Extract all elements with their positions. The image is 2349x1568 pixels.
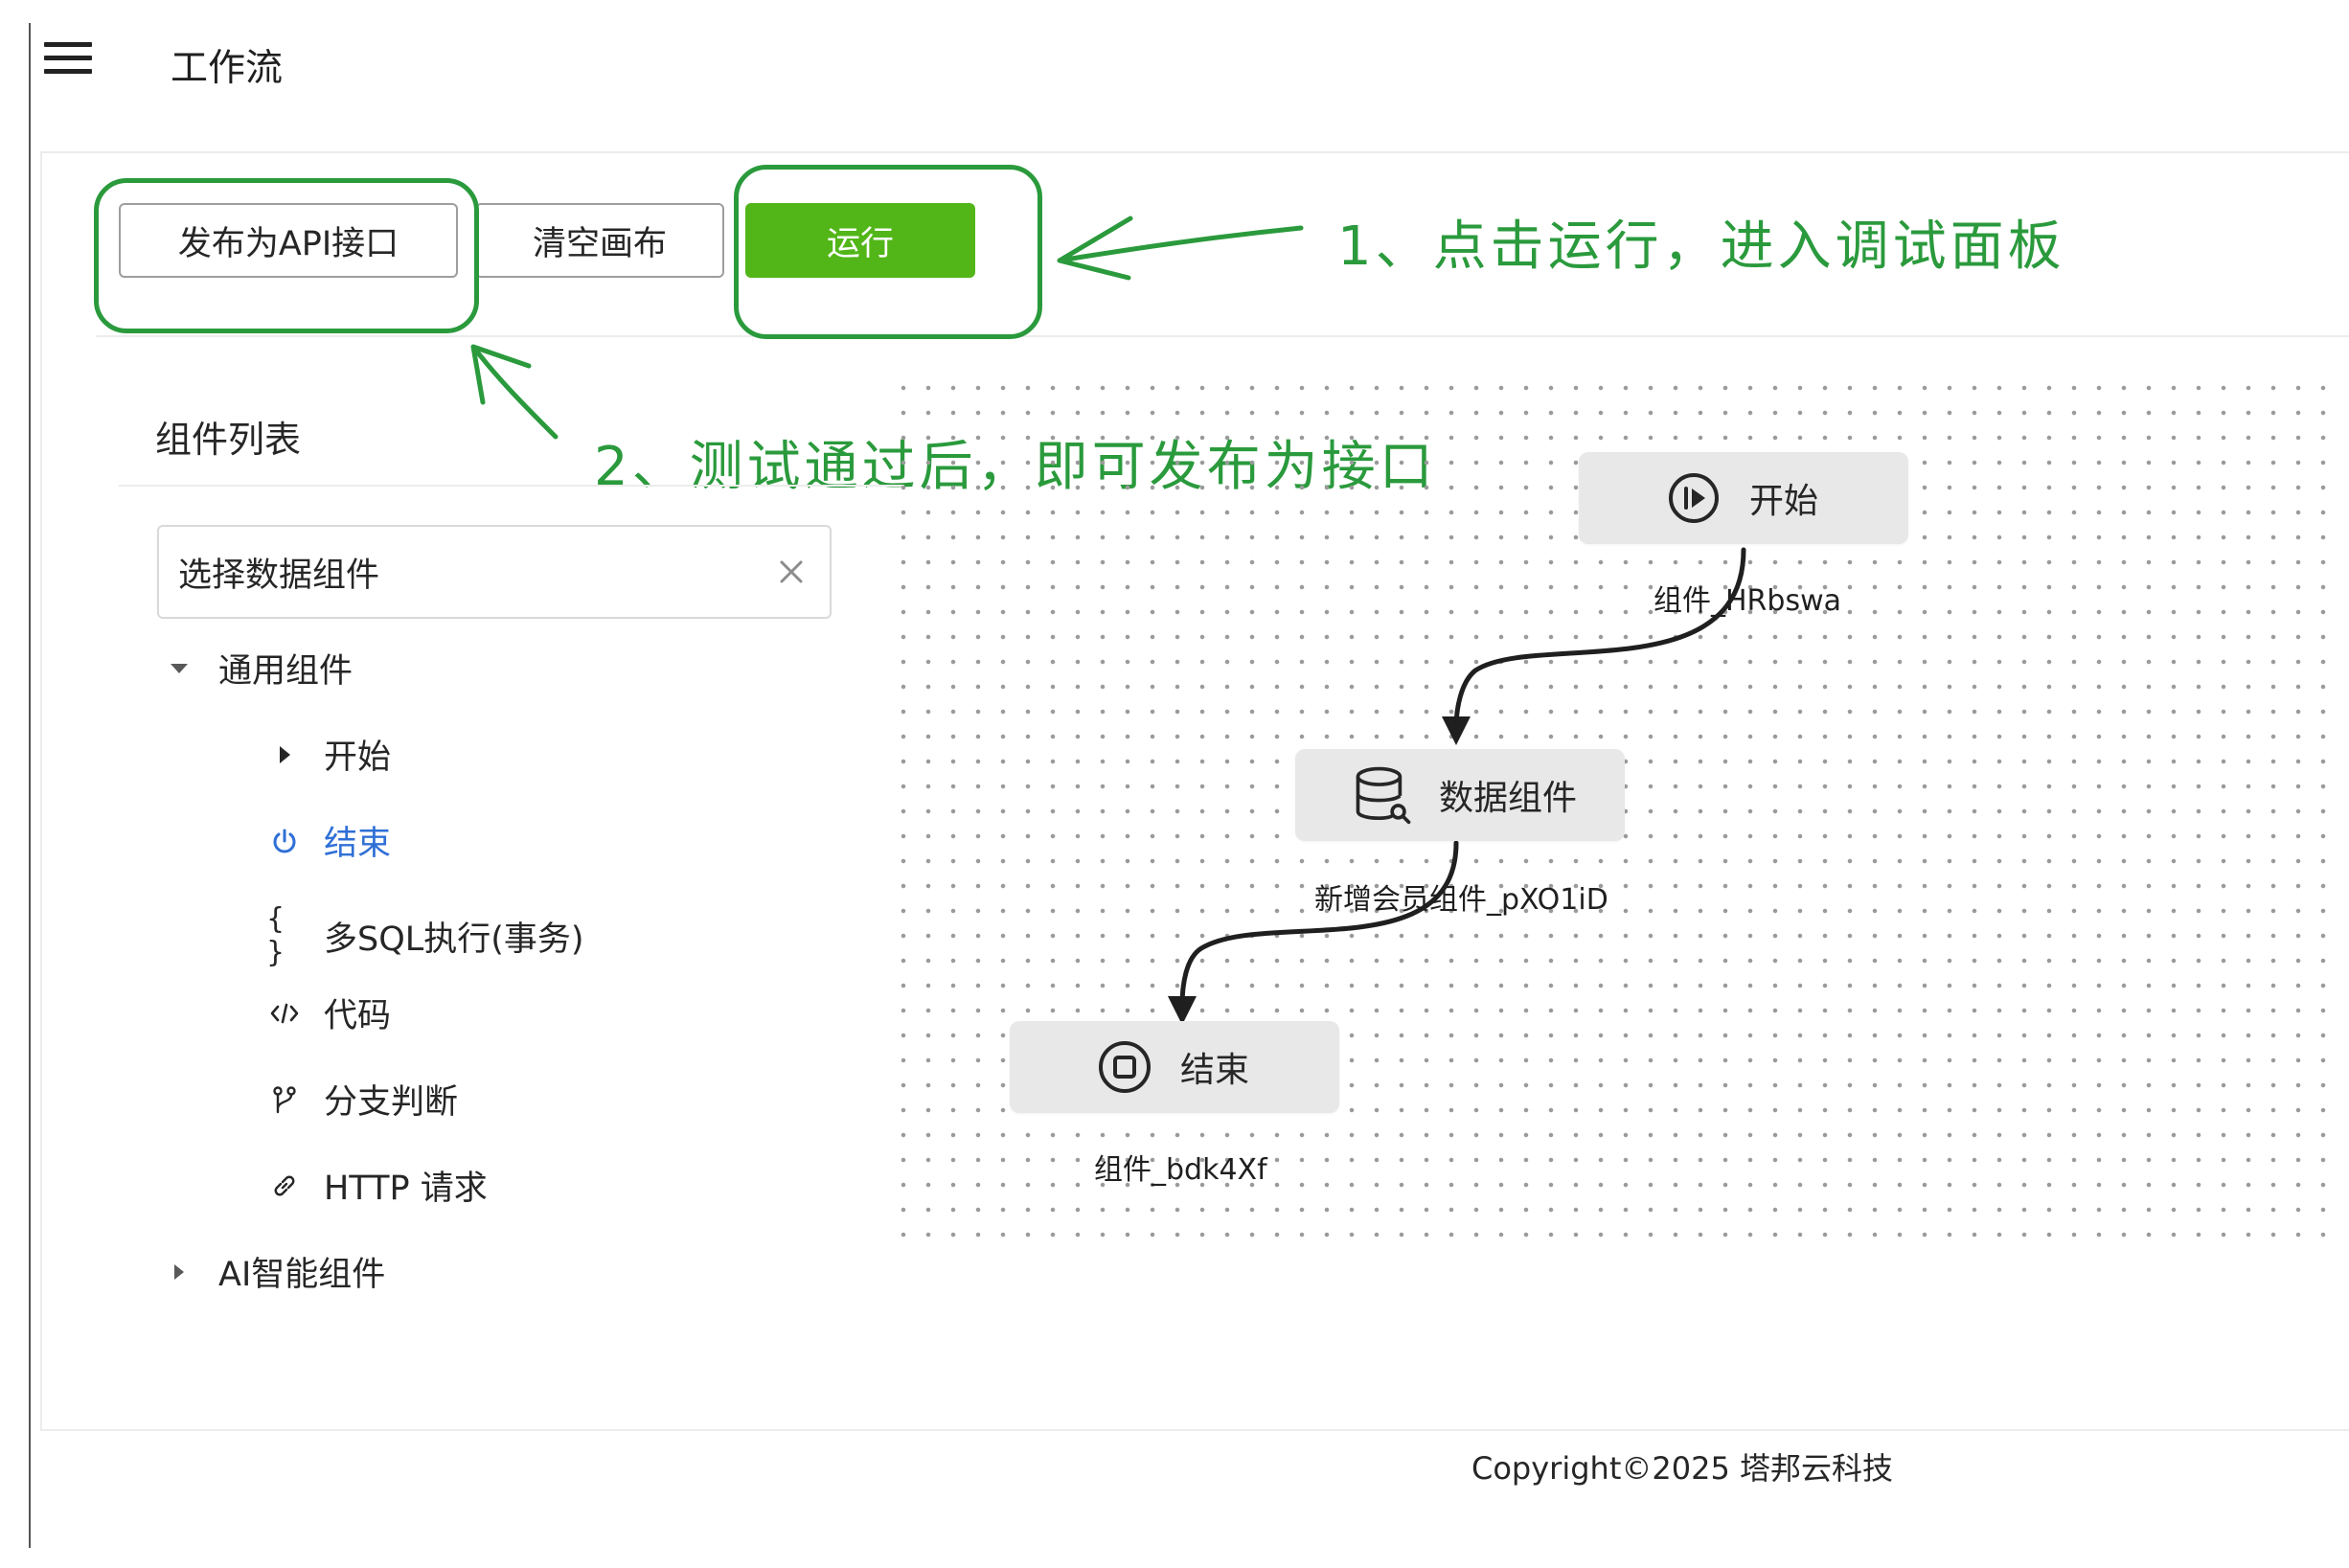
tree-item-label: HTTP 请求 [324,1170,488,1208]
left-edge-divider [29,23,31,1548]
flow-node-label: 结束 [1180,1051,1250,1090]
footer-copyright: Copyright©2025 塔邦云科技 [1471,1450,1893,1487]
tree-group-ai[interactable]: AI智能组件 [161,1247,385,1296]
play-circle-icon [1663,467,1724,529]
tree-item-label: 分支判断 [324,1083,459,1122]
publish-api-button[interactable]: 发布为API接口 [119,203,458,278]
branch-icon [266,1085,303,1114]
sidebar-divider [119,485,904,487]
tree-item-start[interactable]: 开始 [266,730,391,779]
tree-item-label: 多SQL执行(事务) [324,920,584,959]
tree-item-http[interactable]: HTTP 请求 [266,1161,488,1210]
clear-icon[interactable] [772,553,810,591]
tree-item-code[interactable]: 代码 [266,989,391,1037]
caret-right-icon [161,1262,197,1282]
stop-circle-icon [1094,1036,1155,1098]
page-title: 工作流 [171,47,284,90]
tree-group-label: AI智能组件 [218,1256,386,1294]
flow-node-label: 开始 [1749,482,1819,521]
flow-node-data[interactable]: 数据组件 [1295,749,1625,841]
database-search-icon [1353,764,1414,826]
tree-item-label: 开始 [324,739,392,777]
tree-item-multi-sql[interactable]: { } 多SQL执行(事务) [266,902,584,969]
flow-node-caption: 组件_HRbswa [1653,584,1841,618]
tree-group-label: 通用组件 [218,652,353,691]
flow-node-label: 数据组件 [1439,779,1578,818]
tree-group-general[interactable]: 通用组件 [161,644,353,693]
braces-icon: { } [266,902,285,969]
clear-canvas-button[interactable]: 清空画布 [475,203,724,278]
workflow-card [40,151,2349,1431]
component-select-input[interactable]: 选择数据组件 [157,525,832,619]
code-icon [266,1002,303,1025]
tree-item-branch[interactable]: 分支判断 [266,1075,458,1124]
flow-node-caption: 组件_bdk4Xf [1094,1153,1267,1187]
flow-node-caption: 新增会员组件_pXO1iD [1314,883,1608,917]
annotation-step1: 1、点击运行，进入调试面板 [1337,216,2065,278]
caret-down-icon [161,662,197,675]
flow-node-end[interactable]: 结束 [1010,1021,1339,1113]
tree-item-label: 代码 [324,997,392,1035]
run-button[interactable]: 运行 [745,203,975,278]
tree-item-end[interactable]: 结束 [266,816,391,865]
link-icon [266,1171,303,1200]
menu-icon[interactable] [44,42,92,77]
toolbar-divider [96,335,2349,337]
tree-item-label: 结束 [324,825,392,863]
sidebar-title: 组件列表 [155,419,302,461]
caret-right-icon [266,744,303,765]
power-icon [266,827,303,855]
flow-node-start[interactable]: 开始 [1579,452,1908,544]
component-select-value: 选择数据组件 [178,556,380,595]
